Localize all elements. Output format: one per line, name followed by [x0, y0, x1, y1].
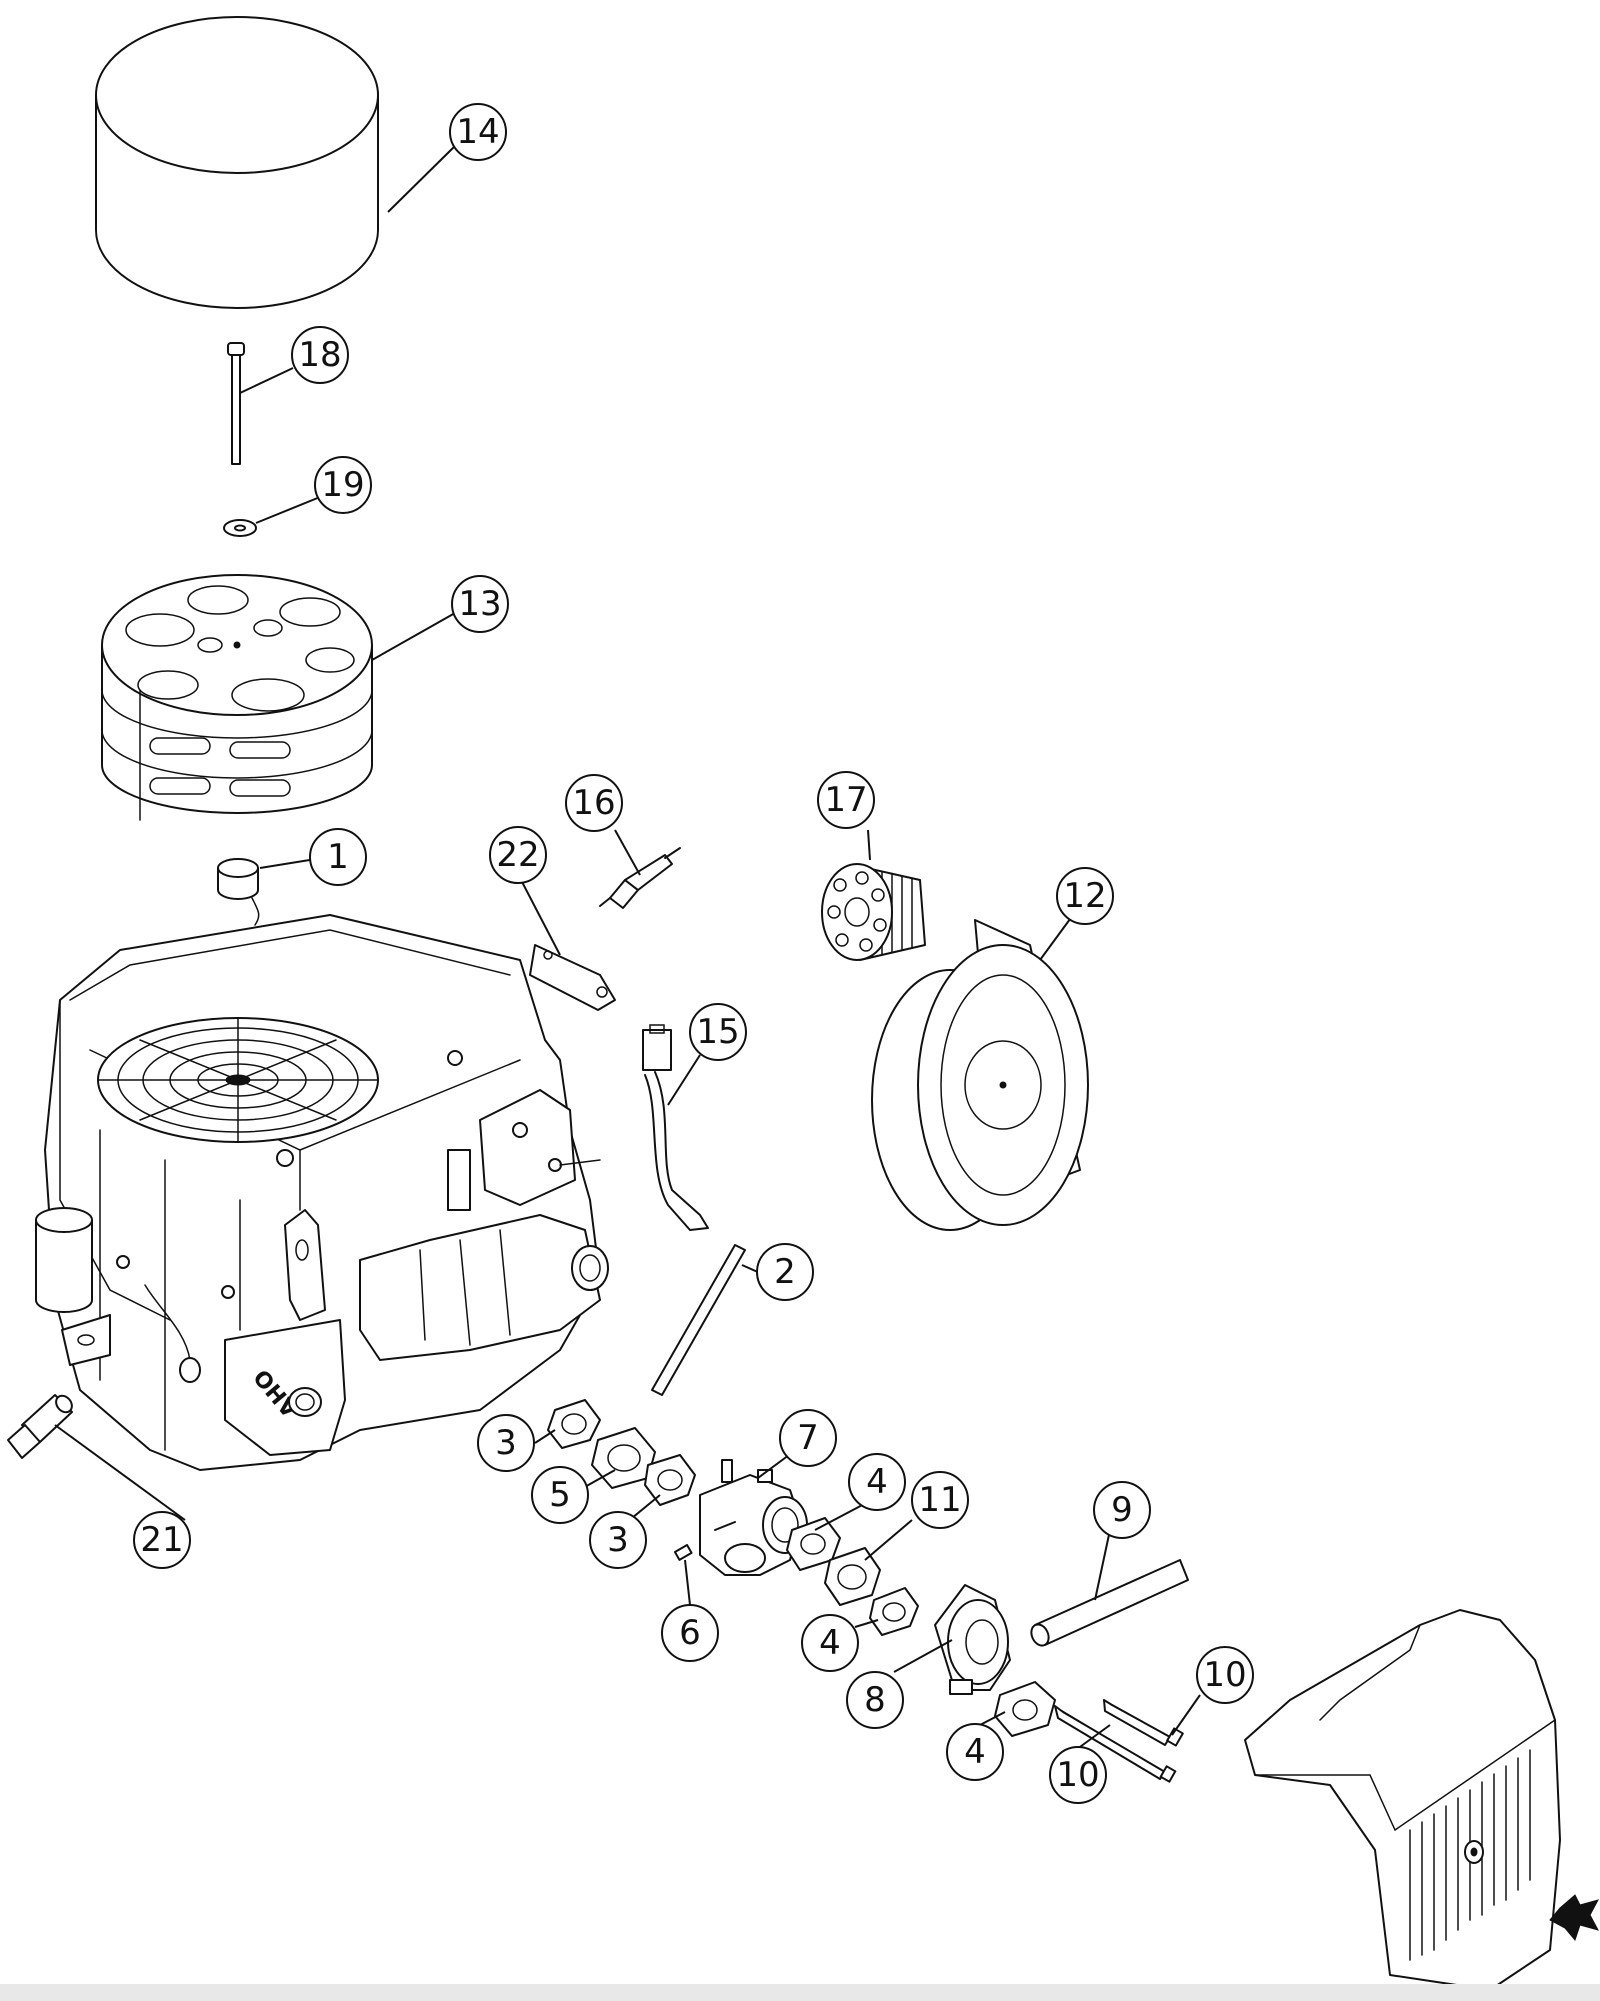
svg-text:15: 15	[696, 1012, 739, 1052]
callout-12: 12	[1056, 867, 1114, 925]
callout-10: 10	[1049, 1746, 1107, 1804]
callout-4: 4	[946, 1723, 1004, 1781]
svg-text:17: 17	[824, 780, 867, 820]
air-filter-element-part	[871, 919, 1089, 1231]
intake-adapter-part	[934, 1584, 1011, 1695]
svg-text:22: 22	[496, 835, 539, 875]
spark-plug-part	[599, 847, 681, 909]
gasket-part	[869, 1587, 919, 1636]
callout-5: 5	[531, 1466, 589, 1524]
muffler-cover-part	[1244, 1609, 1561, 1991]
pin-part	[673, 1544, 693, 1561]
callouts: 14 18 19 13 16 17 22 1 12 15 2 7 3 4 11 …	[133, 103, 1254, 1804]
gasket-part	[547, 1399, 601, 1449]
air-filter-screen-part	[101, 574, 373, 821]
callout-4: 4	[801, 1614, 859, 1672]
throttle-bracket-part	[529, 944, 616, 1011]
svg-text:16: 16	[572, 783, 615, 823]
svg-text:1: 1	[327, 837, 349, 877]
air-cleaner-cover-part	[95, 16, 379, 309]
gasket-part	[644, 1454, 696, 1506]
svg-text:18: 18	[298, 335, 341, 375]
callout-15: 15	[689, 1003, 747, 1061]
fuel-line-part	[651, 1244, 746, 1396]
callout-3: 3	[589, 1511, 647, 1569]
svg-text:4: 4	[819, 1623, 841, 1663]
svg-text:13: 13	[458, 584, 501, 624]
callout-13: 13	[451, 575, 509, 633]
svg-text:7: 7	[797, 1418, 819, 1458]
svg-text:10: 10	[1056, 1755, 1099, 1795]
callout-14: 14	[449, 103, 507, 161]
callout-6: 6	[661, 1604, 719, 1662]
callout-18: 18	[291, 326, 349, 384]
callout-9: 9	[1093, 1481, 1151, 1539]
callout-2: 2	[756, 1243, 814, 1301]
callout-3: 3	[477, 1414, 535, 1472]
callout-8: 8	[846, 1671, 904, 1729]
rod-part	[1054, 1699, 1184, 1783]
spacer-part	[824, 1547, 881, 1606]
callout-4: 4	[848, 1453, 906, 1511]
svg-text:11: 11	[918, 1480, 961, 1520]
svg-text:9: 9	[1111, 1490, 1133, 1530]
engine-assembly-part: OHV	[35, 914, 609, 1471]
oil-sensor-part	[7, 1394, 73, 1459]
callout-17: 17	[817, 771, 875, 829]
svg-text:4: 4	[964, 1732, 986, 1772]
regulator-part	[217, 858, 260, 926]
callout-1: 1	[309, 828, 367, 886]
gasket-part	[994, 1681, 1056, 1737]
svg-text:5: 5	[549, 1475, 571, 1515]
callout-10: 10	[1196, 1646, 1254, 1704]
svg-text:21: 21	[140, 1520, 183, 1560]
callout-11: 11	[911, 1471, 969, 1529]
hose-part	[1030, 1559, 1189, 1647]
svg-text:8: 8	[864, 1680, 886, 1720]
svg-text:6: 6	[679, 1613, 701, 1653]
callout-16: 16	[565, 774, 623, 832]
leader-lines	[54, 144, 1201, 1753]
svg-text:19: 19	[321, 465, 364, 505]
svg-text:2: 2	[774, 1252, 796, 1292]
callout-7: 7	[779, 1409, 837, 1467]
washer-part	[223, 519, 257, 537]
svg-text:3: 3	[607, 1520, 629, 1560]
svg-text:4: 4	[866, 1462, 888, 1502]
svg-text:10: 10	[1203, 1655, 1246, 1695]
svg-text:14: 14	[456, 112, 499, 152]
fuel-filter-part	[821, 863, 926, 961]
callout-21: 21	[133, 1511, 191, 1569]
callout-19: 19	[314, 456, 372, 514]
svg-text:3: 3	[495, 1423, 517, 1463]
bottom-strip	[0, 1984, 1600, 2001]
callout-22: 22	[489, 826, 547, 884]
wing-nut-part	[1549, 1894, 1599, 1942]
svg-text:12: 12	[1063, 876, 1106, 916]
bolt-part	[227, 342, 245, 465]
wire-harness-part	[642, 1024, 709, 1231]
